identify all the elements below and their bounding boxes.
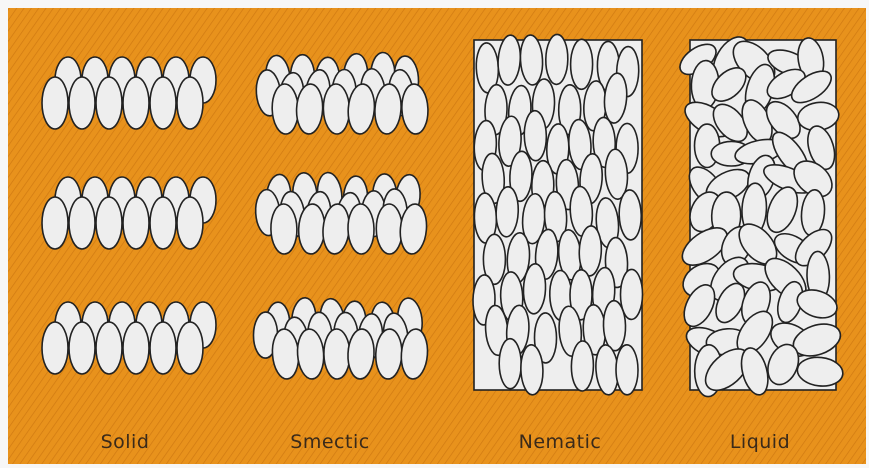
molecule: [150, 197, 176, 249]
label-liquid: Liquid: [700, 428, 820, 456]
molecule: [271, 84, 298, 135]
molecule: [545, 34, 568, 84]
molecule: [177, 77, 203, 129]
molecule: [42, 77, 68, 129]
molecule: [603, 300, 626, 351]
molecule: [123, 322, 149, 374]
molecule: [323, 84, 350, 135]
molecule: [96, 77, 122, 129]
molecule: [42, 322, 68, 374]
molecule: [616, 345, 638, 395]
molecule: [347, 204, 374, 255]
molecule: [177, 322, 203, 374]
label-nematic: Nematic: [495, 428, 625, 456]
molecule: [96, 197, 122, 249]
label-solid: Solid: [70, 428, 180, 456]
molecule: [150, 77, 176, 129]
molecule: [150, 322, 176, 374]
molecule: [42, 197, 68, 249]
molecule: [123, 197, 149, 249]
nematic-phase-molecules: [472, 34, 642, 395]
molecule: [69, 197, 95, 249]
molecule: [570, 39, 592, 89]
molecule: [69, 77, 95, 129]
molecule: [571, 341, 594, 391]
molecule: [376, 204, 403, 254]
solid-phase-molecules: [42, 57, 216, 374]
molecule: [619, 190, 642, 241]
molecule: [177, 197, 203, 249]
liquid-phase-molecules: [675, 31, 845, 398]
molecule: [324, 329, 351, 379]
molecule: [96, 322, 122, 374]
molecule: [499, 339, 521, 389]
molecule: [123, 77, 149, 129]
label-smectic: Smectic: [265, 428, 395, 456]
molecule: [270, 204, 297, 254]
smectic-phase-molecules: [253, 53, 429, 380]
molecule: [69, 322, 95, 374]
